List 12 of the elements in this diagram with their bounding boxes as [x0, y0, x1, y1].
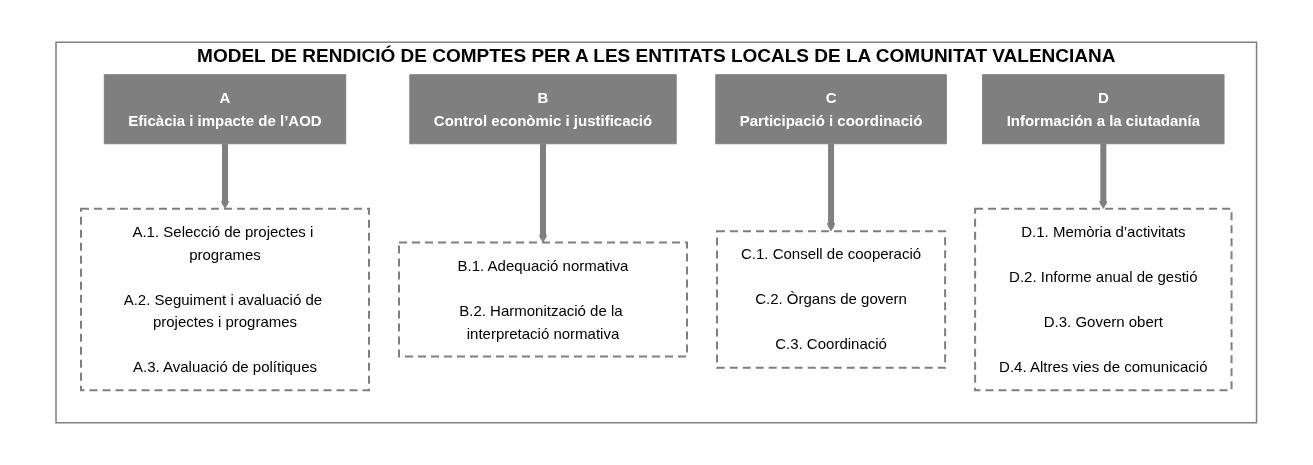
arrow — [826, 143, 836, 232]
node-box: B Control econòmic i justificació — [409, 74, 677, 145]
arrow — [1099, 143, 1108, 210]
node-box: C.1. Consell de cooperació C.2. Òrgans de govern C.3. Coordinació — [716, 230, 947, 369]
node-box: C Participació i coordinació — [715, 74, 948, 145]
node-box: D.1. Memòria d’activitats D.2. Informe anual de gestió D.3. Govern obert D.4. Altres vies de comunicació — [974, 207, 1233, 392]
node-box: A.1. Selecció de projectes i programes A.2. Seguiment i avaluació de projectes i programes A.3. Avaluació de polítiques — [80, 207, 371, 392]
node-box: A Eficàcia i impacte de l’AOD — [104, 74, 347, 145]
arrow — [220, 143, 230, 210]
arrow — [538, 143, 548, 243]
node-box: B.1. Adequació normativa B.2. Harmonització de la interpretació normativa — [398, 241, 689, 358]
node-box: D Información a la ciutadanía — [982, 74, 1225, 145]
